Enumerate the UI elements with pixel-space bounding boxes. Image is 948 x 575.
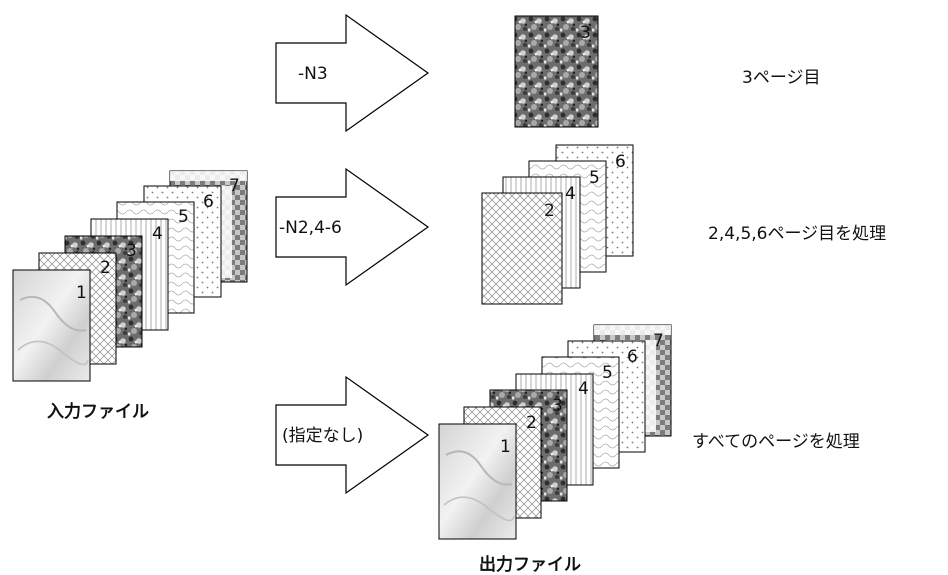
input-file-stack: 7 6 5 4 3 2 1: [12, 170, 248, 382]
result-page-3: 3ページ目: [742, 68, 821, 88]
page-number-6: 6: [615, 152, 626, 172]
page-number-3: 3: [552, 396, 563, 416]
output-all-pages-stack: 7 6 5 4 3 2 1: [438, 324, 672, 540]
input-page-1: 1: [12, 269, 91, 382]
page-number-7: 7: [229, 176, 240, 196]
option-n3-label: -N3: [298, 64, 328, 84]
input-file-label: 入力ファイル: [47, 402, 149, 422]
arrow-n2-4-6: -N2,4-6: [275, 167, 430, 287]
page-number-5: 5: [602, 363, 613, 383]
result-pages-2-4-5-6: 2,4,5,6ページ目を処理: [708, 224, 887, 244]
page-number-6: 6: [627, 347, 638, 367]
page-number-3: 3: [580, 23, 591, 43]
output-page-3-only: 3: [514, 15, 599, 128]
page-number-2: 2: [100, 258, 111, 278]
result-all-pages: すべてのページを処理: [692, 432, 860, 452]
page-number-1: 1: [76, 283, 87, 303]
output-pages-2-4-5-6: 6 5 4 2: [481, 144, 634, 305]
page-number-2: 2: [526, 413, 537, 433]
page-number-4: 4: [565, 184, 576, 204]
output-page-1: 1: [438, 423, 517, 540]
output-file-label: 出力ファイル: [479, 555, 581, 575]
page-number-2: 2: [544, 201, 555, 221]
option-none-label: (指定なし): [282, 426, 363, 446]
page-number-6: 6: [203, 192, 214, 212]
arrow-no-option: (指定なし): [275, 375, 430, 495]
page-number-4: 4: [152, 224, 163, 244]
page-number-5: 5: [178, 207, 189, 227]
page-number-4: 4: [578, 379, 589, 399]
page-number-7: 7: [653, 331, 664, 351]
page-number-1: 1: [500, 437, 511, 457]
arrow-n3: -N3: [275, 13, 430, 133]
option-n2-4-6-label: -N2,4-6: [279, 218, 342, 238]
page-number-3: 3: [126, 241, 137, 261]
page-number-5: 5: [589, 168, 600, 188]
